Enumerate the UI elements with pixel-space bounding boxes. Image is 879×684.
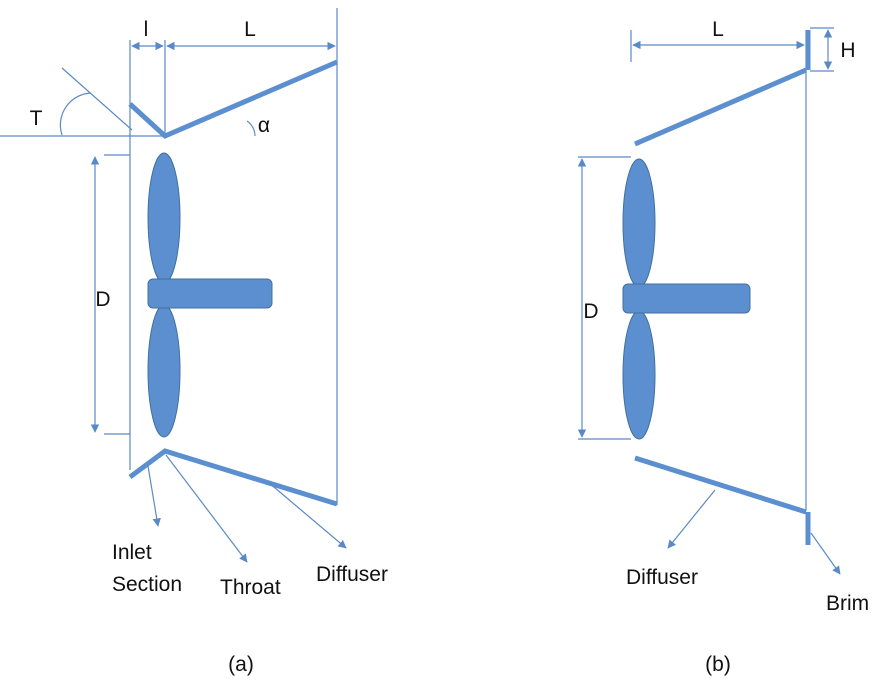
lower-blade [622, 310, 656, 440]
panel-b-guide-lines [578, 27, 834, 510]
panel-a: l L T α D Inlet Section Throat Diffuser … [0, 8, 388, 676]
panel-b-caption: (b) [705, 653, 731, 676]
lower-diffuser-wall [634, 455, 807, 515]
panel-a-callouts [147, 454, 347, 563]
rotor-diameter-label: D [95, 288, 110, 311]
upper-blade [147, 152, 181, 284]
panel-b-rotor [622, 158, 751, 440]
inlet-angle-arc [59, 92, 92, 136]
brim-callout-label: Brim [826, 592, 869, 615]
throat-callout-arrow [165, 454, 248, 563]
inlet-callout-label-line1: Inlet [112, 541, 152, 564]
upper-blade [622, 158, 656, 288]
panel-b-dimension-arrows [577, 29, 833, 438]
panel-b-callouts [667, 489, 841, 575]
diffuser-callout-arrow [267, 481, 347, 549]
panel-a-guide-lines [0, 8, 338, 505]
rotor-hub [622, 283, 751, 314]
throat-length-label: l [144, 18, 149, 41]
inlet-angle-reference-line [61, 67, 133, 131]
brim-height-label: H [840, 39, 855, 62]
brim-callout-arrow [810, 532, 841, 575]
panel-a-caption: (a) [228, 653, 254, 676]
lower-shroud-wall [128, 448, 338, 507]
upper-shroud-wall [128, 59, 338, 139]
panel-b-shroud [634, 30, 811, 545]
throat-callout-label: Throat [220, 576, 281, 599]
diffuser-angle-label: α [258, 114, 270, 137]
upper-diffuser-wall [634, 67, 807, 147]
panel-b: L H D Diffuser Brim (b) [577, 18, 869, 676]
diffuser-callout-label: Diffuser [316, 563, 388, 586]
rotor-diameter-label: D [583, 300, 598, 323]
panel-a-dimension-arrows [90, 41, 336, 433]
rotor-hub [147, 278, 273, 309]
diffuser-length-label: L [244, 18, 256, 41]
panel-a-shroud [128, 59, 338, 507]
inlet-callout-arrow [147, 465, 161, 527]
diffuser-callout-arrow [667, 489, 716, 549]
inlet-angle-label: T [30, 107, 43, 130]
diffuser-length-label: L [712, 18, 724, 41]
panel-a-rotor [147, 152, 273, 438]
diffuser-callout-label: Diffuser [626, 566, 698, 589]
inlet-callout-label-line2: Section [112, 573, 182, 596]
lower-blade [147, 304, 181, 438]
diffuser-angle-arc [246, 120, 256, 137]
